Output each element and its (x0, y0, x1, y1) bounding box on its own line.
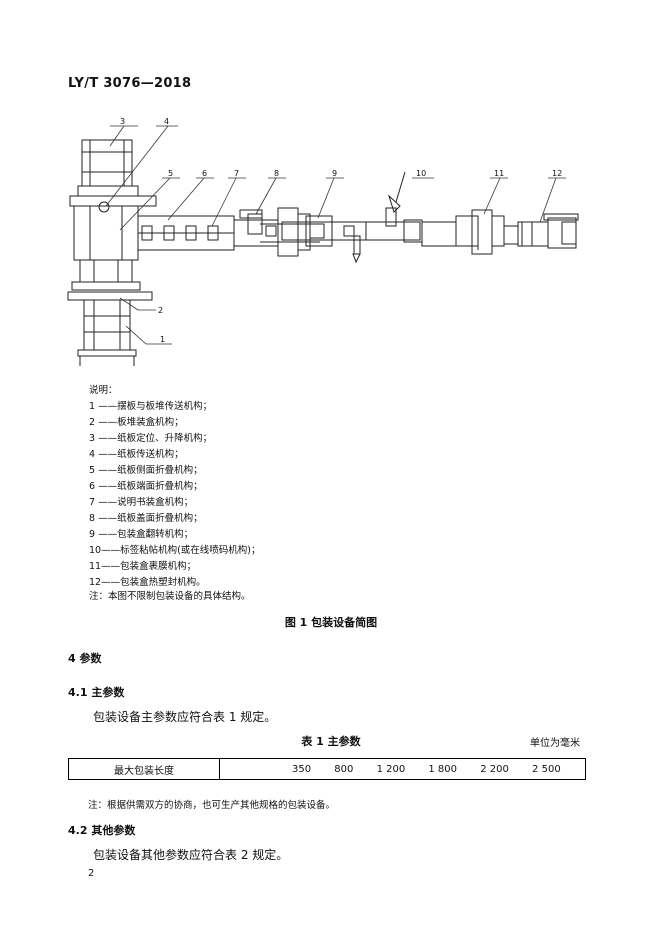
callout-9: 9 (332, 169, 337, 178)
legend-item: 9 ——包装盒翻转机构； (89, 529, 194, 540)
value-cell: 2 500 (532, 763, 561, 775)
legend-item: 12——包装盒热塑封机构。 (89, 577, 206, 588)
callout-11: 11 (494, 169, 504, 178)
legend-title: 说明： (89, 385, 118, 396)
table-note: 注：根据供需双方的协商，也可生产其他规格的包装设备。 (88, 800, 336, 811)
callout-6: 6 (202, 169, 207, 178)
page-number: 2 (88, 868, 95, 879)
main-parameter-table: 最大包装长度 350 800 1 200 1 800 2 200 2 500 (68, 758, 586, 780)
callout-7: 7 (234, 169, 239, 178)
callout-2: 2 (158, 306, 163, 315)
table-row: 最大包装长度 350 800 1 200 1 800 2 200 2 500 (68, 758, 586, 780)
callout-leaders (105, 125, 566, 345)
section-heading-4-2: 4.2 其他参数 (68, 824, 136, 837)
callout-10: 10 (416, 169, 426, 178)
callout-12: 12 (552, 169, 562, 178)
row-values: 350 800 1 200 1 800 2 200 2 500 (219, 758, 586, 780)
legend-item: 6 ——纸板端面折叠机构； (89, 481, 203, 492)
table-unit: 单位为毫米 (530, 738, 580, 749)
value-cell: 1 800 (428, 763, 458, 775)
callout-3: 3 (120, 117, 125, 126)
vertical-tower (67, 139, 157, 366)
legend-item: 7 ——说明书装盒机构； (89, 497, 194, 508)
standard-code-header: LY/T 3076—2018 (68, 76, 192, 91)
value-cell: 350 (292, 763, 312, 775)
value-cell: 2 200 (480, 763, 509, 775)
table-title: 表 1 主参数 (301, 735, 361, 748)
legend-item: 1 ——摆板与板堆传送机构； (89, 401, 213, 412)
legend-item: 2 ——板堆装盒机构； (89, 417, 184, 428)
paragraph-4-2: 包装设备其他参数应符合表 2 规定。 (93, 848, 289, 862)
callout-4: 4 (164, 117, 169, 126)
heat-shrink-section (503, 213, 579, 249)
legend-item: 4 ——纸板传送机构； (89, 449, 184, 460)
callout-5: 5 (168, 169, 173, 178)
legend-item: 10——标签粘帖机构(或在线喷码机构)； (89, 545, 261, 556)
value-cell: 1 200 (376, 763, 406, 775)
value-cell: 800 (334, 763, 354, 775)
section-heading-4: 4 参数 (68, 652, 102, 665)
legend-note: 注：本图不限制包装设备的具体结构。 (89, 591, 251, 602)
legend-item: 8 ——纸板盖面折叠机构； (89, 513, 203, 524)
flip-label-section (281, 171, 423, 264)
section-heading-4-1: 4.1 主参数 (68, 686, 125, 699)
legend-item: 3 ——纸板定位、升降机构； (89, 433, 213, 444)
packaging-equipment-diagram: 3 4 5 6 7 8 9 10 11 12 2 1 (67, 117, 579, 366)
callout-1: 1 (160, 335, 165, 344)
legend-item: 11——包装盒裹膜机构； (89, 561, 197, 572)
callout-8: 8 (274, 169, 279, 178)
row-label: 最大包装长度 (68, 758, 220, 780)
figure-caption: 图 1 包装设备简图 (284, 616, 378, 629)
folding-section (137, 207, 320, 257)
paragraph-4-1: 包装设备主参数应符合表 1 规定。 (93, 710, 277, 724)
callout-numbers: 3 4 5 6 7 8 9 10 11 12 2 1 (120, 117, 562, 344)
legend-item: 5 ——纸板侧面折叠机构； (89, 465, 203, 476)
film-wrap-section (421, 209, 505, 255)
